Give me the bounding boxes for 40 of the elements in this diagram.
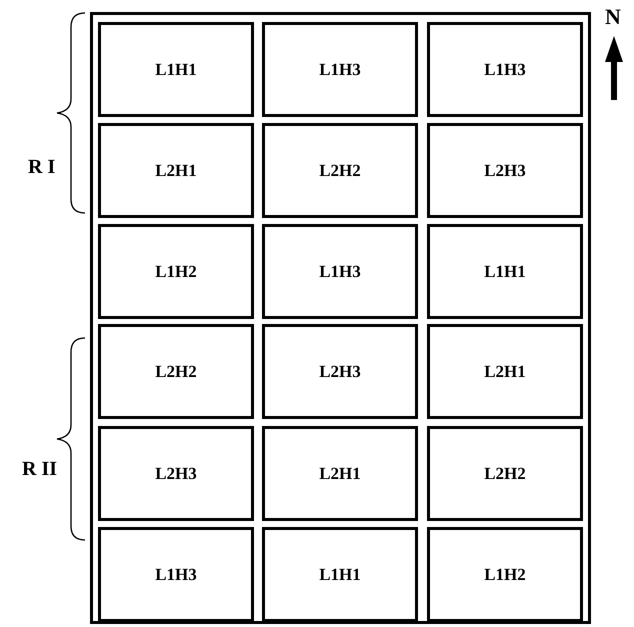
plot-label: L2H2 bbox=[319, 160, 361, 180]
plot-label: L1H2 bbox=[484, 564, 526, 584]
plot-label: L2H2 bbox=[484, 464, 526, 484]
plot-box bbox=[98, 527, 254, 622]
plot-label: L1H1 bbox=[484, 262, 526, 282]
plot-label: L1H2 bbox=[155, 262, 197, 282]
plot-box bbox=[262, 22, 418, 117]
plot-label: L2H1 bbox=[484, 362, 526, 382]
plot-box bbox=[98, 22, 254, 117]
plot-label: L2H3 bbox=[319, 362, 361, 382]
plot-box bbox=[427, 324, 583, 419]
plot-label: L1H3 bbox=[155, 564, 197, 584]
plot-box bbox=[427, 527, 583, 622]
plot-label: L2H2 bbox=[155, 362, 197, 382]
replication-label: R I bbox=[28, 156, 56, 179]
plot-box bbox=[262, 123, 418, 218]
plot-box bbox=[262, 426, 418, 521]
plot-box bbox=[98, 224, 254, 319]
north-label: N bbox=[605, 4, 621, 30]
plot-box bbox=[427, 224, 583, 319]
field-outline bbox=[90, 12, 591, 624]
plot-label: L2H3 bbox=[484, 160, 526, 180]
plot-box bbox=[262, 527, 418, 622]
plot-label: L2H1 bbox=[155, 160, 197, 180]
plot-box bbox=[98, 324, 254, 419]
plot-label: L1H1 bbox=[155, 60, 197, 80]
replication-label: R II bbox=[22, 458, 58, 481]
plot-box bbox=[262, 324, 418, 419]
plot-box bbox=[427, 22, 583, 117]
plot-label: L2H3 bbox=[155, 464, 197, 484]
plot-label: L2H1 bbox=[319, 464, 361, 484]
plot-box bbox=[427, 123, 583, 218]
plot-box bbox=[427, 426, 583, 521]
plot-label: L1H3 bbox=[319, 262, 361, 282]
plot-label: L1H3 bbox=[319, 60, 361, 80]
plot-box bbox=[262, 224, 418, 319]
plot-box bbox=[98, 123, 254, 218]
plot-box bbox=[98, 426, 254, 521]
plot-label: L1H3 bbox=[484, 60, 526, 80]
plot-label: L1H1 bbox=[319, 564, 361, 584]
